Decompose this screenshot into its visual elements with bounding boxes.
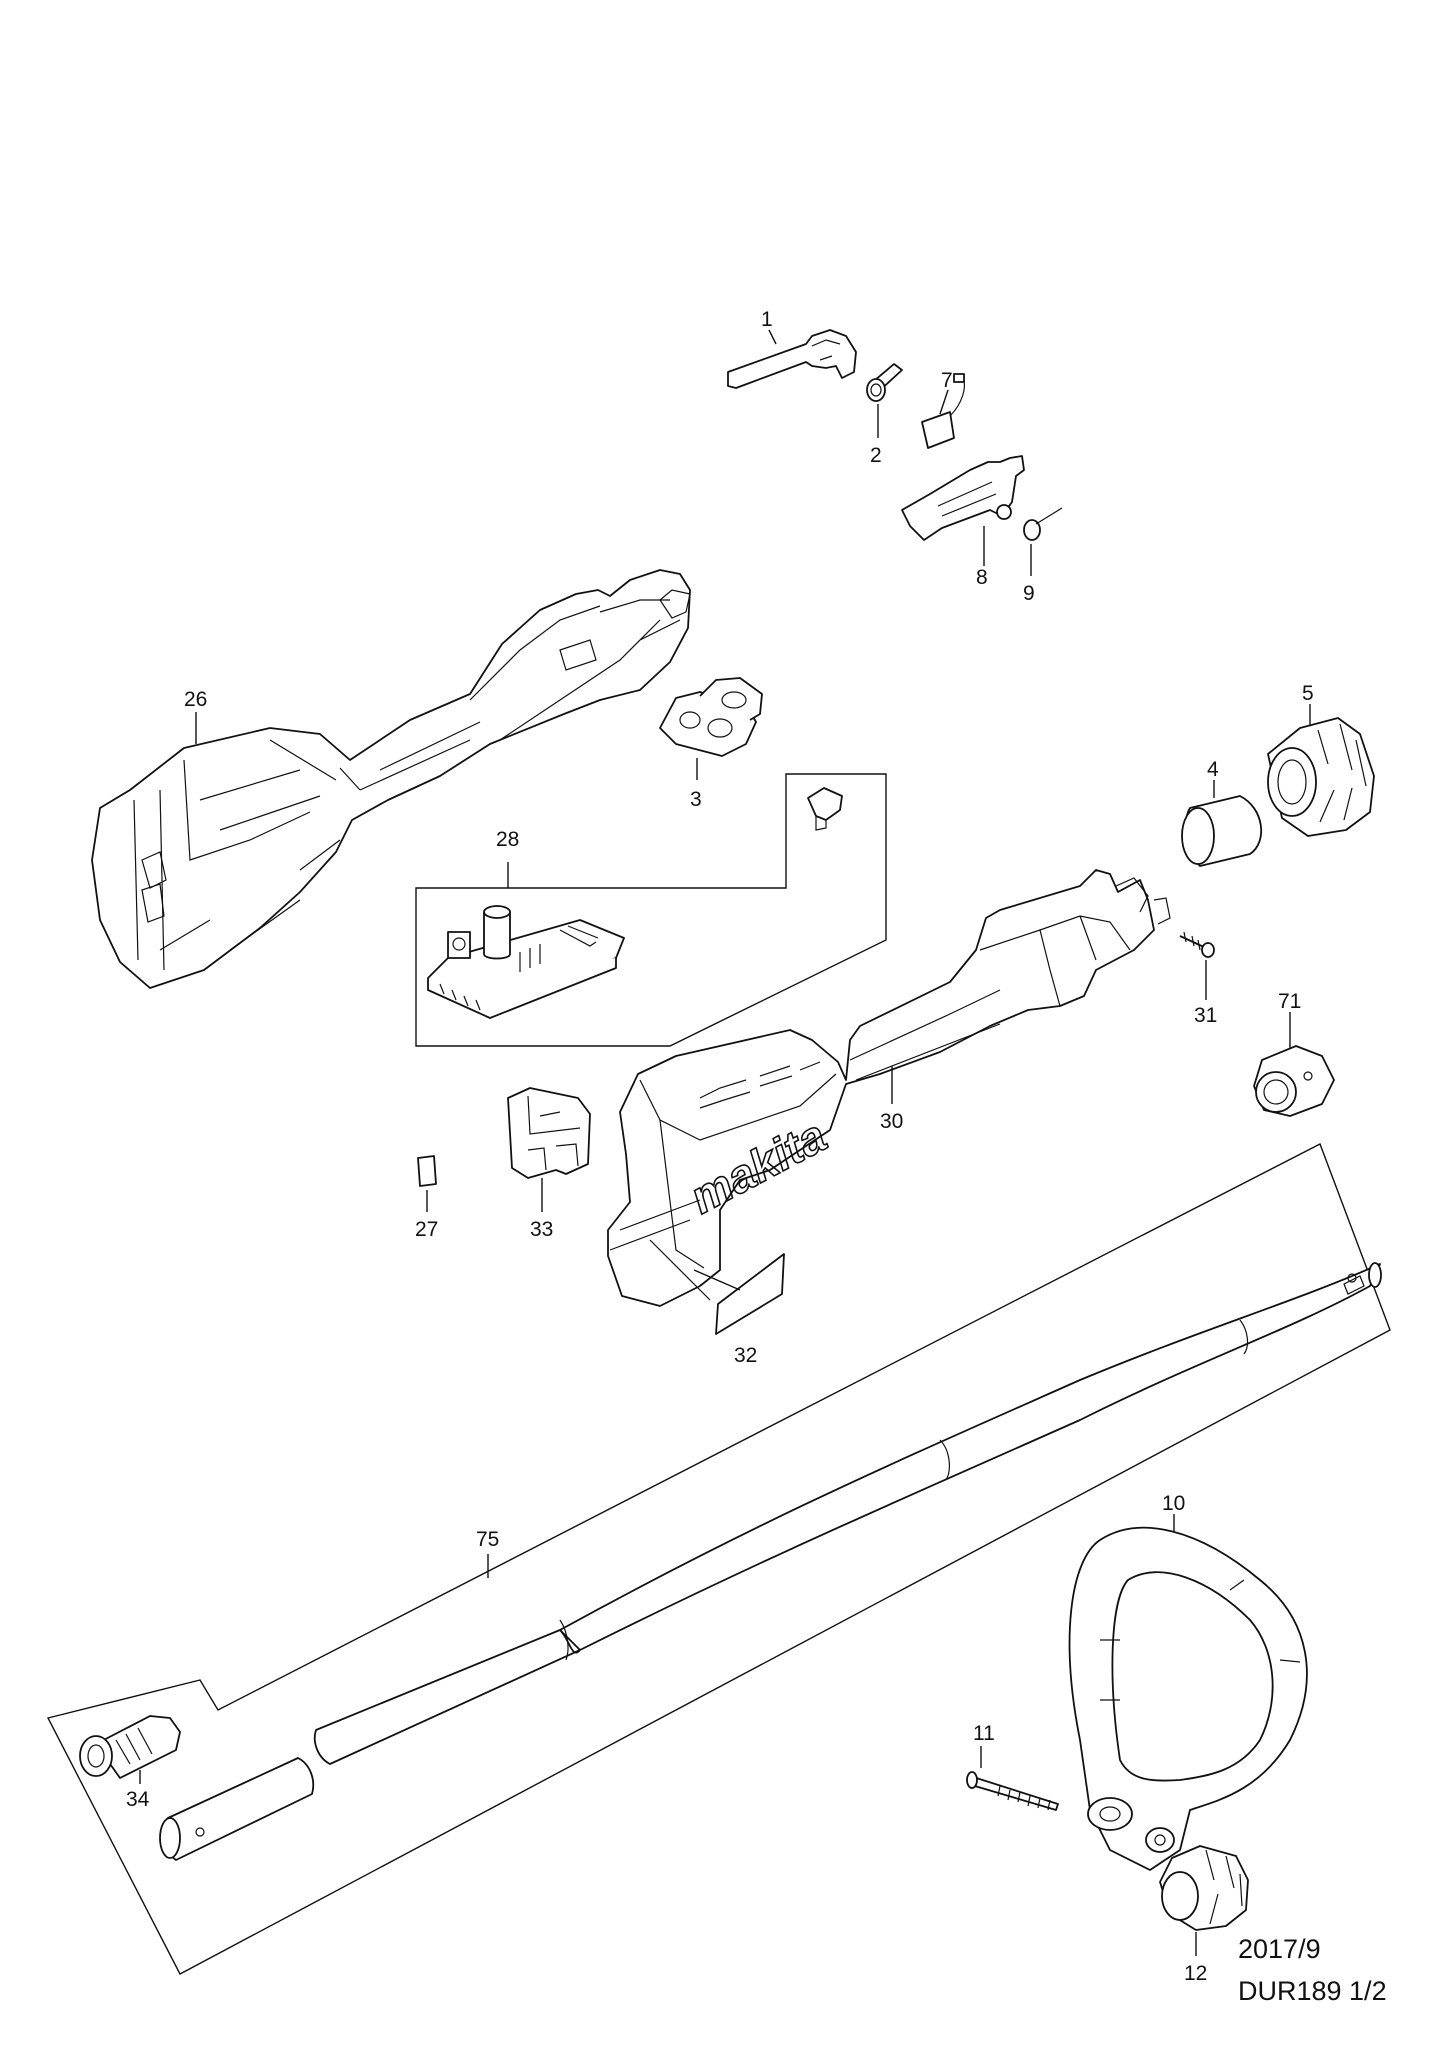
part-7-switch bbox=[921, 373, 965, 449]
label-3: 3 bbox=[690, 788, 702, 811]
label-28: 28 bbox=[496, 828, 519, 851]
label-5: 5 bbox=[1302, 682, 1314, 705]
label-75: 75 bbox=[476, 1528, 499, 1551]
label-9: 9 bbox=[1023, 582, 1035, 605]
label-71: 71 bbox=[1278, 990, 1301, 1013]
label-2: 2 bbox=[870, 444, 882, 467]
label-32: 32 bbox=[734, 1344, 757, 1367]
part-26-housing bbox=[91, 569, 691, 989]
part-75-frame bbox=[46, 1143, 1391, 1975]
label-7: 7 bbox=[941, 369, 953, 392]
label-8: 8 bbox=[976, 566, 988, 589]
label-11: 11 bbox=[973, 1722, 995, 1745]
part-8-trigger bbox=[901, 455, 1025, 541]
part-1-lock-lever bbox=[727, 329, 857, 389]
label-12: 12 bbox=[1184, 1962, 1207, 1985]
part-3-switch-button bbox=[659, 677, 763, 757]
part-28-frame bbox=[415, 773, 887, 1047]
part-32-sticker bbox=[715, 1253, 785, 1335]
part-28-connector bbox=[807, 787, 843, 831]
part-11-bolt bbox=[966, 1771, 1059, 1811]
label-34: 34 bbox=[126, 1788, 150, 1811]
part-33-terminal bbox=[507, 1087, 591, 1179]
label-31: 31 bbox=[1194, 1004, 1217, 1027]
label-27: 27 bbox=[415, 1218, 438, 1241]
part-71-collar bbox=[1253, 1045, 1335, 1117]
label-26: 26 bbox=[184, 688, 207, 711]
part-9-torsion-spring bbox=[1023, 507, 1063, 541]
part-10-loop-handle bbox=[1068, 1526, 1308, 1871]
part-28-controller bbox=[427, 905, 625, 1019]
part-2-spring bbox=[866, 363, 903, 402]
part-30-housing: makita bbox=[607, 869, 1171, 1307]
footer-date: 2017/9 bbox=[1238, 1934, 1321, 1964]
label-4: 4 bbox=[1207, 758, 1219, 781]
part-34-end-plug bbox=[79, 1715, 181, 1779]
part-27-label bbox=[417, 1155, 437, 1187]
part-5-lock-knob bbox=[1267, 717, 1375, 837]
label-10: 10 bbox=[1162, 1492, 1185, 1515]
label-1: 1 bbox=[761, 308, 773, 331]
label-33: 33 bbox=[530, 1218, 553, 1241]
part-12-handle-knob bbox=[1159, 1845, 1249, 1931]
part-31-screw bbox=[1179, 931, 1215, 958]
footer-model-page: DUR189 1/2 bbox=[1238, 1976, 1387, 2006]
label-30: 30 bbox=[880, 1110, 903, 1133]
part-4-sleeve bbox=[1181, 795, 1263, 867]
part-75-pipe bbox=[159, 1262, 1382, 1861]
